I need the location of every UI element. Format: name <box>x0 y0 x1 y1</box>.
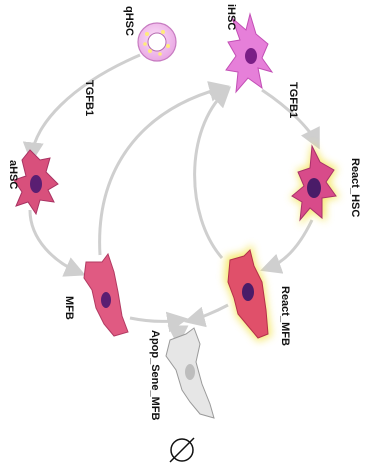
arrow-react-hsc-to-react-mfb <box>268 220 312 268</box>
label-tgfb1-left: TGFB1 <box>83 80 95 116</box>
label-react-mfb: React_MFB <box>279 286 291 346</box>
label-react-hsc: React_HSC <box>349 158 361 217</box>
label-mfb: MFB <box>63 296 75 320</box>
arrow-mfb-to-apop <box>130 318 180 321</box>
label-apop-sene-mfb: Apop_Sene_MFB <box>149 330 161 421</box>
label-ahsc: aHSC <box>7 160 19 189</box>
label-qhsc: qHSC <box>123 6 135 36</box>
arrow-react-mfb-to-apop <box>192 305 228 320</box>
arrow-ahsc-to-mfb <box>30 210 78 272</box>
cell-react-hsc <box>290 142 340 226</box>
label-tgfb1-right: TGFB1 <box>287 82 299 118</box>
cell-react-mfb <box>224 244 272 342</box>
cell-qhsc <box>138 23 176 61</box>
empty-set-icon <box>170 438 194 462</box>
cell-mfb <box>84 254 128 336</box>
cell-apop-sene-mfb <box>166 328 214 418</box>
label-ihsc: iHSC <box>225 4 237 30</box>
cell-ahsc <box>14 150 58 214</box>
arrow-react-mfb-to-ihsc <box>195 92 225 258</box>
